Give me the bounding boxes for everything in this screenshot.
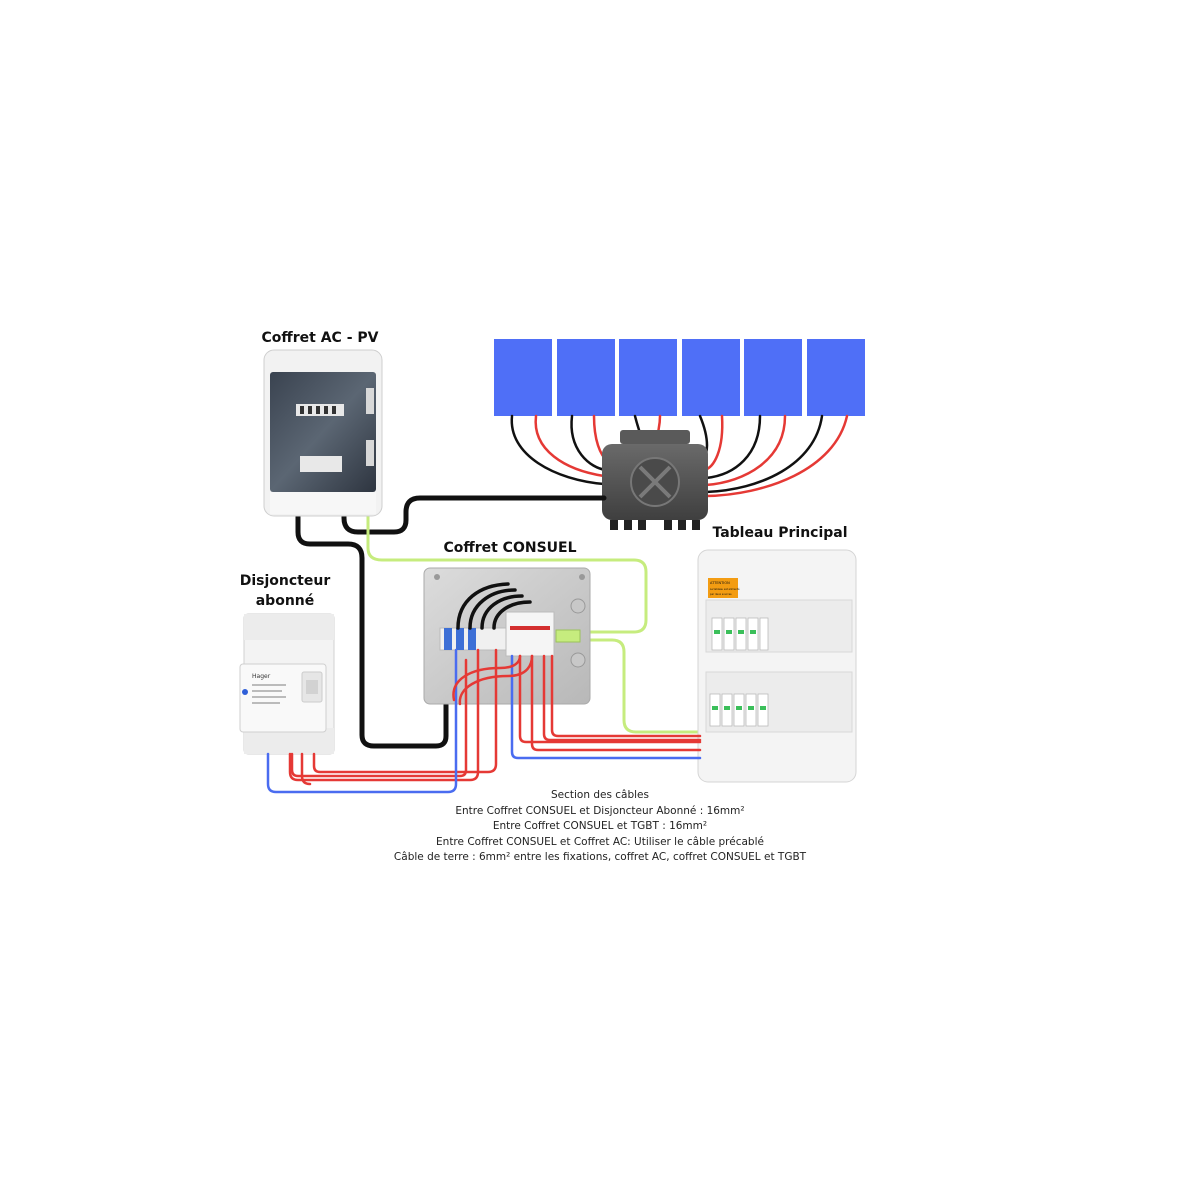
notes-line: Entre Coffret CONSUEL et Coffret AC: Uti… — [436, 835, 764, 848]
disjoncteur-abonne: Hager — [239, 613, 335, 755]
microinverter — [602, 430, 708, 530]
neutral-wires — [266, 648, 702, 794]
coffret-consuel — [423, 567, 591, 705]
solar-panel — [494, 339, 552, 416]
tableau-principal-label: Tableau Principal — [712, 525, 848, 541]
notes-line: Entre Coffret CONSUEL et TGBT : 16mm² — [492, 820, 708, 832]
solar-panel — [807, 339, 865, 416]
coffret-ac-pv — [263, 349, 383, 517]
coffret-ac-label: Coffret AC - PV — [261, 330, 379, 346]
consuel-internal-black — [456, 582, 532, 630]
solar-panel-array — [494, 339, 865, 416]
notes-line: Entre Coffret CONSUEL et Disjoncteur Abo… — [455, 804, 745, 817]
dc-wires — [510, 414, 849, 498]
phase-wires — [288, 648, 702, 786]
notes-title: Section des câbles — [550, 789, 649, 801]
coffret-consuel-label: Coffret CONSUEL — [443, 540, 577, 556]
solar-panel — [744, 339, 802, 416]
tableau-warning-line2: par deux sources — [710, 592, 732, 596]
notes-line: Câble de terre : 6mm² entre les fixation… — [393, 851, 807, 863]
solar-panel — [619, 339, 677, 416]
solar-panel — [682, 339, 740, 416]
tableau-warning-title: ATTENTION — [710, 581, 730, 585]
solar-panel — [557, 339, 615, 416]
disjoncteur-label: Disjoncteur abonné — [239, 573, 331, 609]
disjoncteur-brand: Hager — [252, 673, 271, 680]
cable-section-notes: Section des câbles Entre Coffret CONSUEL… — [300, 788, 900, 866]
tableau-principal: ATTENTION Le tableau est alimenté par de… — [697, 549, 857, 783]
ac-cables — [295, 495, 607, 749]
tableau-warning-line1: Le tableau est alimenté — [710, 587, 740, 591]
